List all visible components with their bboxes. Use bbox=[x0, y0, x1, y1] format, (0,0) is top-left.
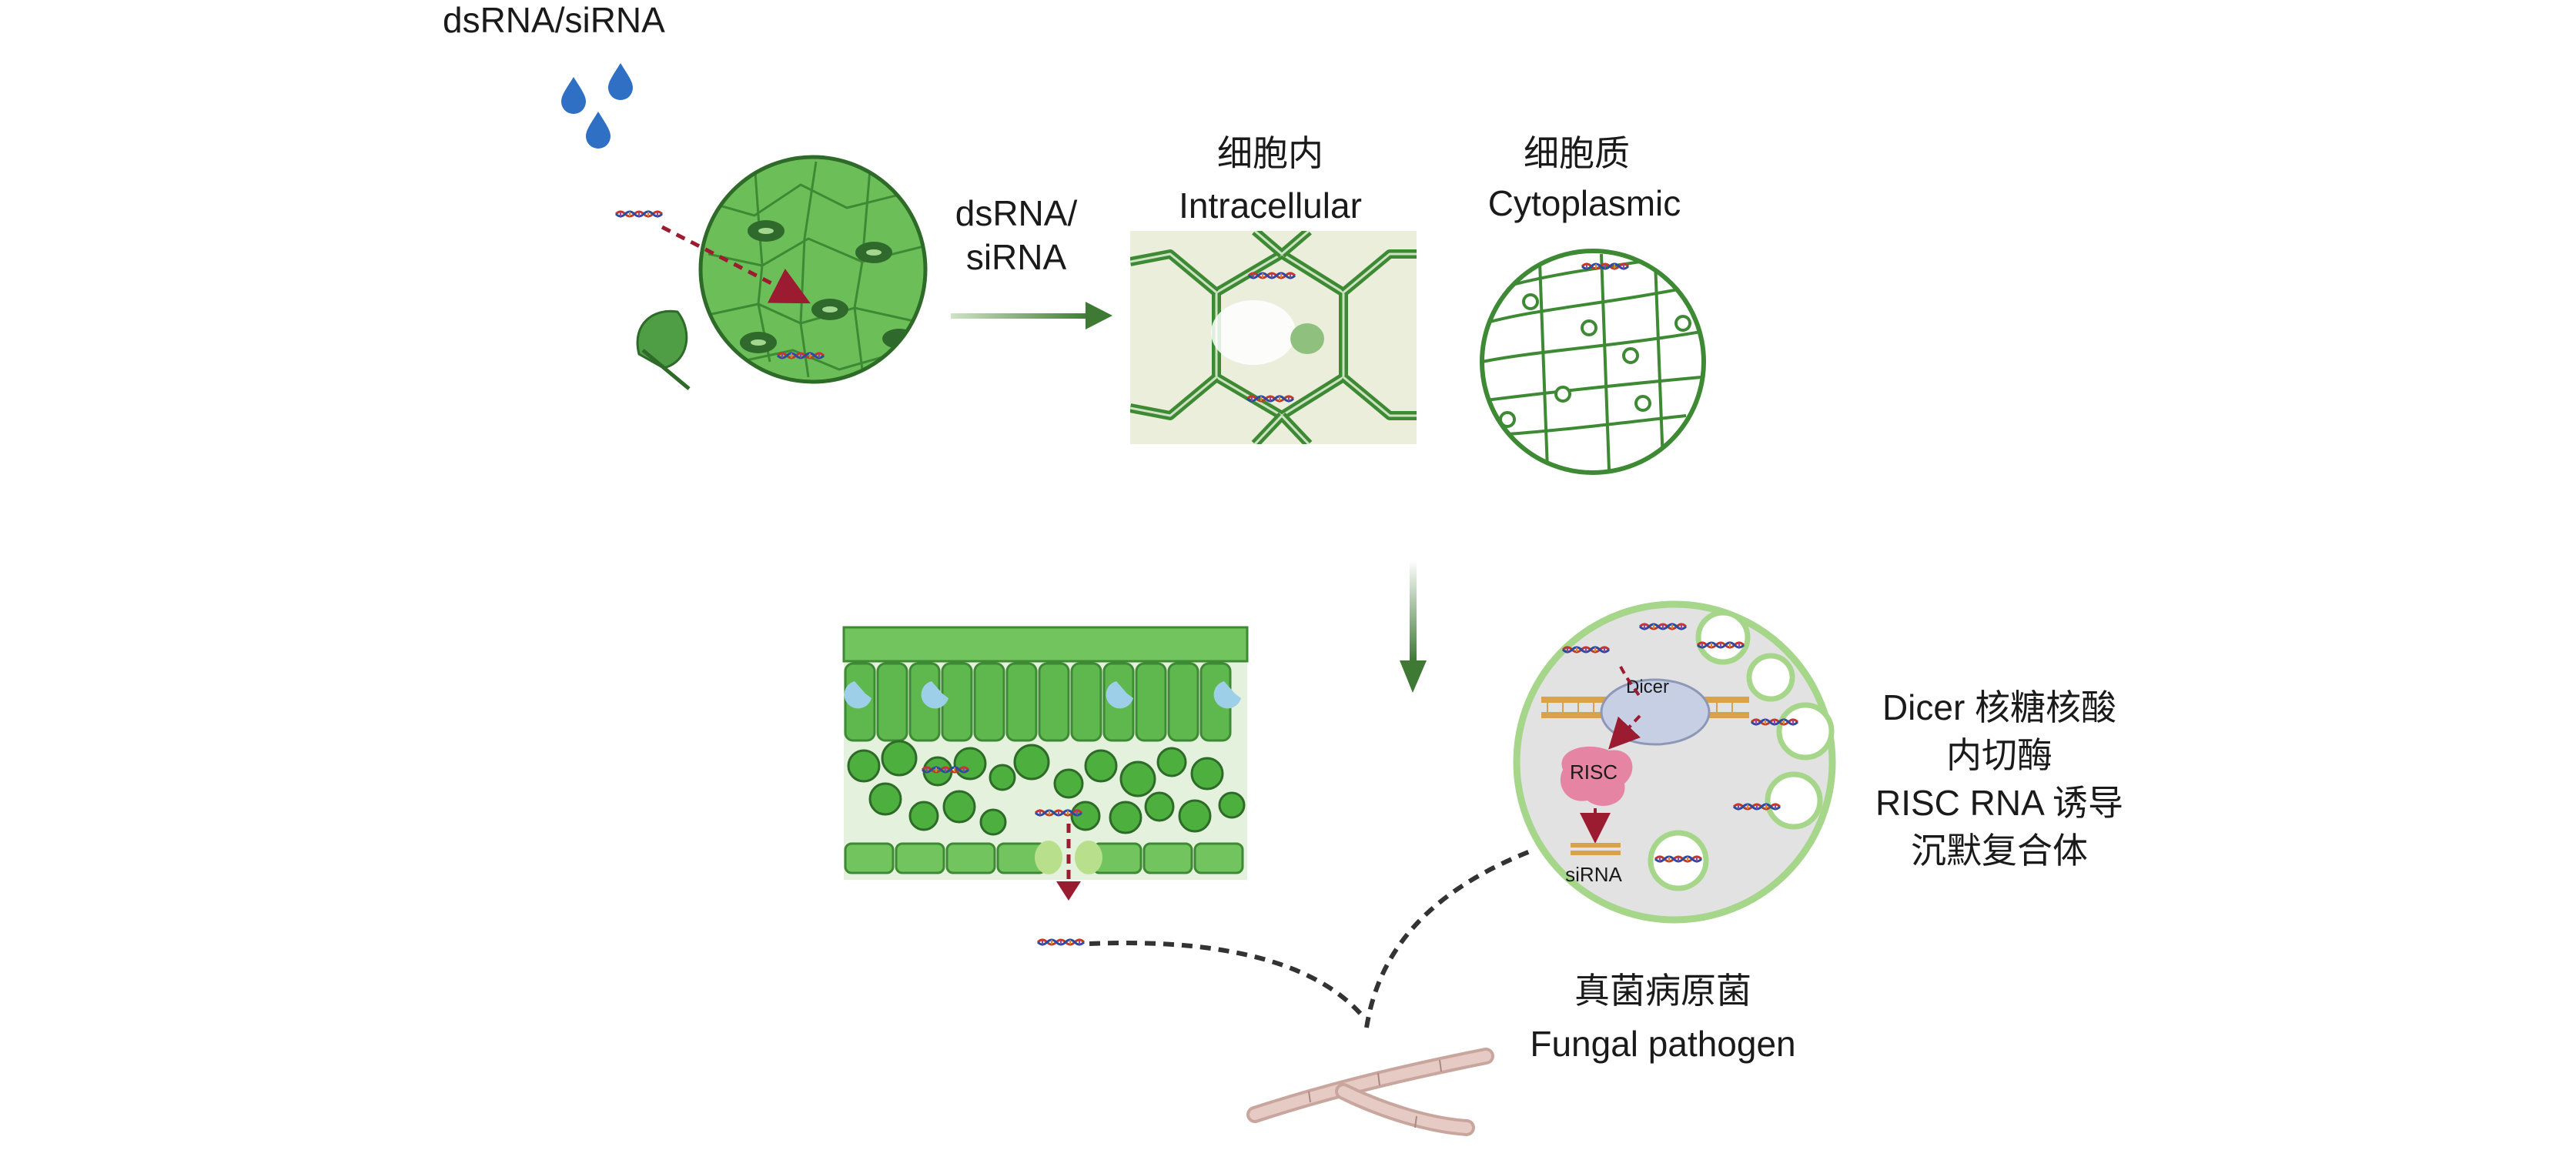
legend-line-2: 内切酶 bbox=[1946, 735, 2052, 775]
intracellular-en-label: Intracellular bbox=[1179, 186, 1362, 226]
legend-line-4: 沉默复合体 bbox=[1911, 831, 2088, 871]
dicer-label: Dicer bbox=[1626, 677, 1669, 697]
intracellular-zh-label: 细胞内 bbox=[1217, 133, 1323, 173]
input-label: dsRNA/siRNA bbox=[443, 0, 665, 40]
fungal-hyphae-icon bbox=[1246, 1048, 1494, 1136]
rna-entry-arrow bbox=[614, 210, 811, 304]
cytoplasmic-en-label: Cytoplasmic bbox=[1488, 183, 1681, 223]
legend: Dicer 核糖核酸 内切酶 RISC RNA 诱导 沉默复合体 bbox=[1875, 687, 2123, 871]
risc-complex-icon: RISC bbox=[1560, 746, 1633, 806]
arrow-label-line2: siRNA bbox=[966, 237, 1067, 277]
right-arrow-icon bbox=[951, 302, 1112, 329]
fungal-cell: Dicer RISC siRNA bbox=[1513, 600, 1836, 924]
pathogen-en-label: Fungal pathogen bbox=[1530, 1024, 1795, 1064]
rna-transfer-path bbox=[1036, 848, 1534, 1028]
cytoplasmic-zh-label: 细胞质 bbox=[1524, 133, 1630, 173]
sirna-label: siRNA bbox=[1565, 863, 1622, 886]
arrow-label-line1: dsRNA/ bbox=[955, 193, 1078, 233]
leaf-cross-section bbox=[842, 626, 1249, 901]
down-arrow-icon bbox=[1400, 560, 1427, 693]
pathogen-zh-label: 真菌病原菌 bbox=[1574, 971, 1751, 1011]
legend-line-1: Dicer 核糖核酸 bbox=[1882, 687, 2116, 727]
cytoplasmic-cell-panel bbox=[1480, 249, 1706, 475]
legend-line-3: RISC RNA 诱导 bbox=[1875, 783, 2123, 823]
risc-label: RISC bbox=[1570, 761, 1618, 784]
intracellular-cell-panel bbox=[1130, 231, 1417, 444]
water-drops-icon bbox=[561, 63, 633, 149]
leaf-surface-zoom bbox=[698, 155, 928, 384]
